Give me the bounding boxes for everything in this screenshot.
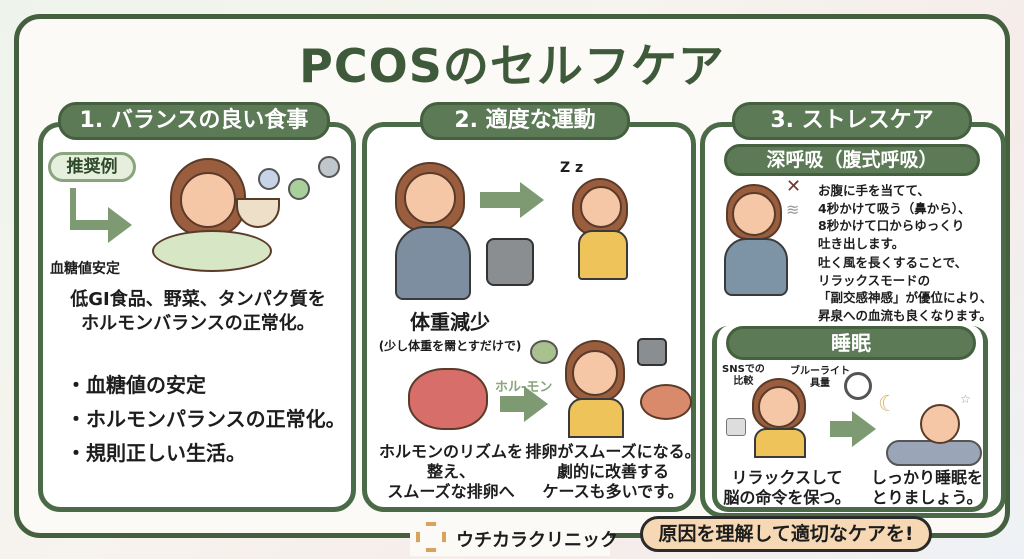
bullet-item: ・血糖値の安定 (66, 373, 206, 397)
brain-icon (408, 368, 488, 430)
sleep-box (712, 326, 988, 512)
salad-plate-icon (152, 230, 272, 272)
arrow-right-icon (108, 207, 132, 243)
clinic-name: ウチカラクリニック (456, 530, 618, 551)
text-line: 8秒かけて口からゆっくり (818, 218, 965, 233)
arrow-right-icon (524, 386, 548, 422)
text-line: 排卵がスムーズになる。 (525, 442, 701, 461)
text-line: ホルモンバランスの正常化。 (81, 313, 315, 334)
text-line: 劇的に改善する (556, 462, 669, 481)
section-header-diet: 1. バランスの良い食事 (58, 102, 330, 140)
arrow-shaft (480, 192, 522, 208)
section-header-exercise: 2. 適度な運動 (420, 102, 630, 140)
brain-caption: ホルモンのリズムを 整え、 スムーズな排卵へ (366, 442, 536, 502)
text-line: 整え、 (426, 462, 475, 481)
phone-screen-icon (726, 418, 746, 436)
blue-light-label: ブルーライト 具量 (790, 366, 850, 390)
page-title: PCOSのセルフケア (299, 39, 725, 93)
phone-holding-icon (754, 428, 806, 458)
sleep-zz: Z z (560, 160, 584, 176)
breathing-header: 深呼吸（腹式呼吸） (724, 144, 980, 176)
weight-loss-sub: (少し体重を罱とすだけで) (378, 339, 522, 353)
text-line: スムーズな排卵へ (387, 482, 515, 501)
tired-face-icon (404, 172, 456, 224)
section-header-stress: 3. ストレスケア (732, 102, 972, 140)
text-line: 脳の命令を保つ。 (723, 488, 851, 507)
bullet-item: ・ホルモンパランスの正常化。 (66, 407, 346, 431)
face-icon (318, 156, 340, 178)
wind-icon: ≋ (786, 200, 800, 219)
body-icon (724, 238, 788, 296)
shirt-icon (578, 230, 628, 280)
arrow-shaft (830, 421, 854, 437)
cross-icon: ✕ (786, 176, 802, 197)
arrow-right-icon (852, 411, 876, 447)
text-line: 比較 (733, 376, 754, 387)
text-line: ホルモンのリズムを (378, 442, 523, 461)
scale-icon (486, 238, 534, 286)
text-line: SNSでの (722, 364, 765, 375)
text-line: 吐く風を長くすることで、 (818, 255, 968, 270)
bed-blanket-icon (886, 440, 982, 466)
smiling-face-icon (180, 172, 236, 228)
face-icon (258, 168, 280, 190)
laughing-face-icon (572, 350, 618, 396)
star-icon: ☆ (960, 392, 971, 406)
text-line: 具量 (810, 378, 830, 389)
calm-face-icon (732, 192, 776, 236)
sns-label: SNSでの 比較 (722, 364, 765, 388)
caption-blood-sugar: 血糖値安定 (50, 261, 120, 277)
text-line: 吐き出します。 (818, 235, 905, 251)
scale-icon (637, 338, 667, 366)
text-line: しっかり睡眠を (870, 468, 983, 487)
text-line: リラックスして (731, 468, 843, 487)
text-line: 昇泉への血流も良くなります。 (818, 307, 992, 323)
slogan-pill: 原因を理解して適切なケアを! (640, 516, 932, 552)
sleeping-face-icon (920, 404, 960, 444)
stressed-face-icon (758, 386, 800, 428)
text-line: 4秒かけて吸う（鼻から）、 (818, 200, 971, 216)
arrow-down-icon (70, 188, 76, 228)
diet-description: 低GI食品、野菜、タンパク質を ホルモンバランスの正常化。 (46, 288, 350, 336)
weight-loss-title: 体重減少 (410, 310, 490, 334)
body-icon (395, 226, 471, 300)
text-line: リラックスモードの (818, 272, 931, 288)
ovulation-caption: 排卵がスムーズになる。 劇的に改善する ケースも多いです。 (522, 442, 704, 502)
moon-icon: ☾ (878, 392, 898, 417)
text-line: 「副交感神感」が優位により、 (818, 290, 993, 305)
speech-bubble-smile-icon (530, 340, 558, 364)
recommended-badge: 推奨例 (48, 152, 136, 182)
shirt-icon (568, 398, 624, 438)
clock-icon (844, 372, 872, 400)
text-line: ブルーライト (790, 366, 850, 377)
sleep-caption: しっかり睡眠を とりましょう。 (862, 468, 992, 508)
text-line: ケースも多いです。 (542, 482, 684, 501)
diet-bullets: ・血糖値の安定 ・ホルモンパランスの正常化。 ・規則正しい生活。 (66, 368, 346, 470)
happy-face-icon (580, 186, 622, 228)
text-line: とりましょう。 (871, 488, 983, 507)
face-icon (288, 178, 310, 200)
breathing-text: お腹に手を当てて、 4秒かけて吸う（鼻から）、 8秒かけて口からゆっくり 吐き出… (818, 182, 992, 324)
text-line: 低GI食品、野菜、タンパク質を (70, 289, 326, 310)
arrow-right-icon (520, 182, 544, 218)
arrow-shaft (70, 220, 110, 230)
clinic-logo-icon (416, 522, 446, 552)
ovary-icon (640, 384, 692, 420)
sleep-header: 睡眠 (726, 326, 976, 360)
text-line: お腹に手を当てて、 (818, 183, 930, 198)
bullet-item: ・規則正しい生活。 (66, 441, 246, 465)
arrow-shaft (500, 396, 526, 412)
relax-caption: リラックスして 脳の命令を保つ。 (722, 468, 852, 508)
